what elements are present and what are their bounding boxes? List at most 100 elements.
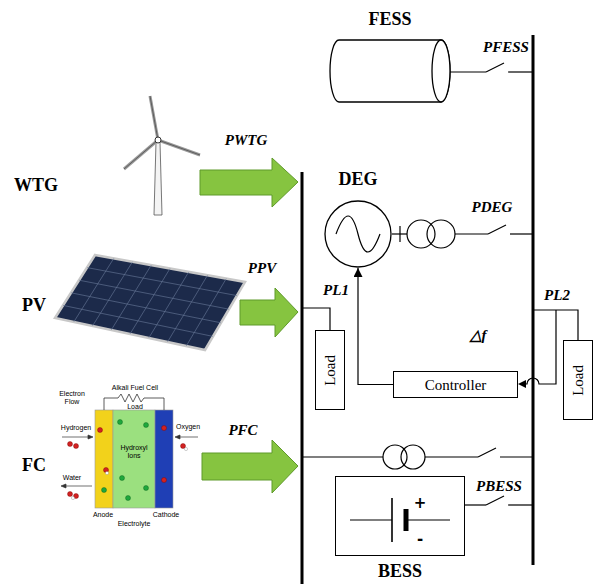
wind-turbine	[155, 137, 161, 143]
fuel-cell-picture	[102, 488, 107, 493]
fuel-cell-picture	[95, 410, 113, 508]
picture-text: Hydrogen	[61, 424, 91, 432]
component-name: BESS	[378, 560, 422, 582]
wire	[391, 498, 393, 542]
power-symbol: PWTG	[225, 131, 268, 149]
picture-text: Electron Flow	[57, 390, 87, 406]
fuel-cell-picture	[98, 428, 103, 433]
polarity-mark: -	[417, 531, 423, 547]
wire	[500, 456, 533, 457]
wire	[508, 504, 533, 505]
wire	[427, 220, 455, 248]
wire	[302, 456, 383, 457]
cylinder-end	[432, 40, 450, 102]
fuel-cell-picture	[144, 423, 149, 428]
fuel-cell-picture	[104, 394, 164, 410]
source-name: WTG	[14, 174, 58, 196]
wire	[302, 63, 578, 542]
bus-bar	[301, 172, 304, 584]
pv-panel	[186, 279, 226, 346]
wind-turbine	[124, 140, 158, 169]
component-name: FESS	[368, 8, 411, 30]
fuel-cell-picture	[162, 426, 167, 431]
wire	[425, 456, 478, 457]
box-label: Load	[569, 365, 587, 396]
fuel-cell-picture	[64, 486, 92, 487]
wire	[406, 519, 450, 520]
generator-circle: DEG	[324, 200, 392, 268]
picture-text: Hydroxyl Ions	[116, 444, 152, 460]
wind-turbine	[150, 96, 158, 140]
fuel-cell-picture	[71, 496, 74, 499]
wire	[383, 445, 407, 469]
fuel-cell-picture	[74, 444, 79, 449]
arrow-head	[518, 380, 526, 388]
wind-turbine	[158, 140, 200, 155]
fuel-cell-picture	[61, 484, 66, 488]
fuel-cell-picture	[118, 420, 123, 425]
control-arrow	[358, 268, 393, 385]
picture-text: Cathode	[153, 511, 179, 519]
bus-bar	[532, 35, 535, 565]
wire	[450, 71, 486, 72]
fuel-cell-picture	[68, 492, 73, 497]
picture-text: Water	[63, 474, 81, 482]
power-arrow	[240, 288, 298, 337]
pv-panel	[168, 275, 208, 342]
power-arrow	[202, 440, 298, 493]
signal-name: △f	[470, 326, 487, 344]
power-symbol: PL1	[323, 281, 349, 299]
wire	[399, 226, 400, 242]
cylinder-body	[330, 40, 450, 102]
power-symbol: PBESS	[476, 477, 522, 495]
fuel-cell-picture	[155, 410, 173, 508]
wire	[302, 308, 330, 330]
pv-panel	[111, 265, 151, 330]
wire	[336, 216, 380, 252]
fuel-cell-picture	[184, 447, 187, 450]
wind-turbine	[158, 140, 200, 155]
picture-text: Load	[127, 403, 143, 411]
wire	[455, 233, 488, 234]
wire	[478, 448, 496, 457]
wind-turbine	[124, 96, 200, 215]
source-name: PV	[22, 294, 46, 316]
power-symbol: PPV	[248, 259, 276, 277]
pv-panel	[93, 262, 133, 326]
power-symbol: PFESS	[483, 38, 529, 56]
wire	[401, 445, 425, 469]
picture-text: Anode	[93, 511, 113, 519]
wire	[465, 504, 486, 505]
generator-circle	[325, 201, 391, 267]
battery-storage: BESS	[335, 476, 465, 556]
controller-box: Controller	[393, 371, 518, 398]
power-symbol: PDEG	[472, 198, 513, 216]
fuel-cell-picture	[120, 476, 125, 481]
fuel-cell-picture	[68, 442, 73, 447]
fuel-cell-picture	[68, 426, 186, 499]
pv-panel	[63, 258, 237, 346]
fuel-cell-picture	[88, 435, 93, 439]
fuel-cell-picture	[144, 486, 149, 491]
wind-turbine	[124, 140, 158, 169]
wire	[486, 496, 504, 505]
box-label: Load	[321, 355, 339, 386]
fuel-cell-picture	[113, 410, 155, 508]
pv-panel	[55, 255, 245, 350]
source-name: FC	[22, 454, 46, 476]
power-symbol: PL2	[544, 286, 570, 304]
bus-bar	[302, 35, 533, 584]
fuel-cell-picture	[102, 420, 149, 501]
polarity-mark: +	[414, 495, 427, 511]
wind-turbine	[154, 142, 162, 215]
load-box: Load	[563, 340, 593, 420]
fuel-cell-picture	[162, 478, 167, 483]
fuel-cell-picture	[178, 437, 198, 438]
power-arrow	[200, 158, 298, 207]
wire	[508, 71, 533, 72]
pv-panel	[149, 272, 189, 338]
